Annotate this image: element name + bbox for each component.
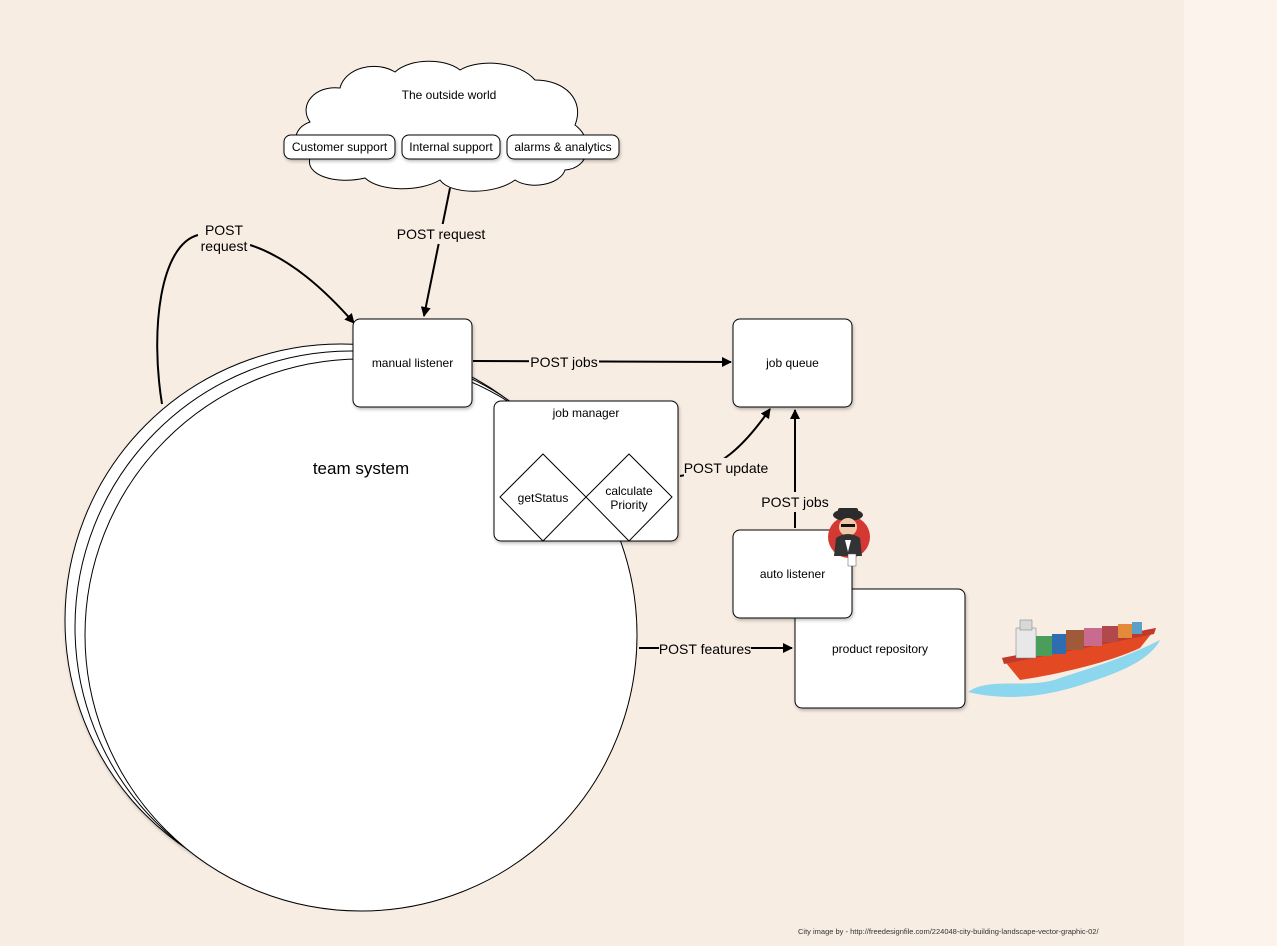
ship-bridge-top — [1019, 619, 1033, 631]
mascot-glasses — [841, 524, 855, 527]
source-customer-support: Customer support — [283, 134, 396, 160]
edge-post-jobs-manual: POST jobs — [472, 352, 732, 372]
mascot-hat-crown — [838, 508, 858, 516]
edge-line — [420, 187, 451, 317]
edge-label-bg — [396, 224, 486, 244]
edge-post-request-loop: POST request — [156, 220, 355, 405]
decision-diamond — [499, 453, 587, 542]
team-system-label: team system — [313, 459, 409, 478]
container-pink — [1084, 628, 1102, 646]
edge-label-bg — [684, 458, 768, 478]
get-status-decision: getStatus — [499, 453, 587, 542]
edge-label-bg — [529, 352, 599, 372]
node-box — [732, 529, 853, 619]
edge-label: POST request — [397, 226, 486, 242]
source-box — [506, 134, 620, 160]
calculate-priority-decision: calculate Priority — [585, 453, 673, 542]
source-label: alarms & analytics — [514, 140, 611, 154]
node-box — [352, 318, 473, 408]
container-blue — [1052, 634, 1066, 654]
manual-listener-node: manual listener — [352, 318, 473, 408]
source-label: Customer support — [292, 140, 388, 154]
source-box — [283, 134, 396, 160]
product-repository-node: product repository — [794, 588, 966, 709]
node-label: job queue — [765, 356, 819, 370]
source-alarms-analytics: alarms & analytics — [506, 134, 620, 160]
node-box — [493, 400, 679, 542]
source-internal-support: Internal support — [401, 134, 501, 160]
butler-mascot-icon — [828, 508, 870, 567]
job-queue-node: job queue — [732, 318, 853, 408]
edge-label-bg — [659, 638, 751, 658]
outside-world-cloud: The outside world Customer support Inter… — [283, 60, 620, 192]
image-credit: City image by - http://freedesignfile.co… — [798, 927, 1099, 936]
container-orange — [1118, 624, 1132, 638]
loop-label-line1: POST — [205, 222, 244, 238]
loop-edge-end — [249, 244, 355, 324]
edge-label: POST jobs — [761, 494, 828, 510]
cargo-ship-icon — [968, 619, 1160, 697]
decision-label-line1: calculate — [605, 484, 653, 498]
source-label: Internal support — [409, 140, 493, 154]
mascot-shirt — [845, 540, 851, 552]
ship-wake — [968, 640, 1160, 697]
source-box — [401, 134, 501, 160]
container-brown — [1066, 630, 1084, 650]
edge-label-bg — [760, 492, 830, 512]
edge-line — [472, 356, 732, 367]
node-box — [732, 318, 853, 408]
edge-post-update: POST update — [679, 408, 771, 478]
edge-label: POST update — [684, 460, 769, 476]
node-label: manual listener — [372, 356, 453, 370]
decision-label: getStatus — [518, 491, 569, 505]
node-label: auto listener — [760, 567, 825, 581]
container-green — [1036, 636, 1052, 656]
job-manager-node: job manager getStatus calculate Priority — [493, 400, 679, 542]
cloud-title: The outside world — [402, 88, 497, 102]
page-margin — [1184, 0, 1277, 946]
auto-listener-node: auto listener — [732, 529, 853, 619]
node-label: job manager — [552, 406, 620, 420]
mascot-towel — [847, 553, 857, 567]
loop-label-line2: request — [201, 238, 248, 254]
decision-diamond — [585, 453, 673, 542]
decision-label-line2: Priority — [610, 498, 647, 512]
loop-edge-start — [156, 234, 199, 405]
container-red — [1102, 626, 1118, 642]
node-label: product repository — [832, 642, 928, 656]
loop-label-bg — [198, 220, 250, 256]
edge-post-features: POST features — [639, 638, 793, 658]
edge-post-request-outside: POST request — [396, 187, 486, 317]
edge-label: POST jobs — [530, 354, 597, 370]
node-box — [794, 588, 966, 709]
edge-label: POST features — [659, 641, 751, 657]
cloud-shape — [295, 60, 588, 192]
edge-post-jobs-auto: POST jobs — [760, 409, 830, 528]
ship-bridge — [1015, 627, 1037, 659]
container-light-blue — [1132, 622, 1142, 634]
